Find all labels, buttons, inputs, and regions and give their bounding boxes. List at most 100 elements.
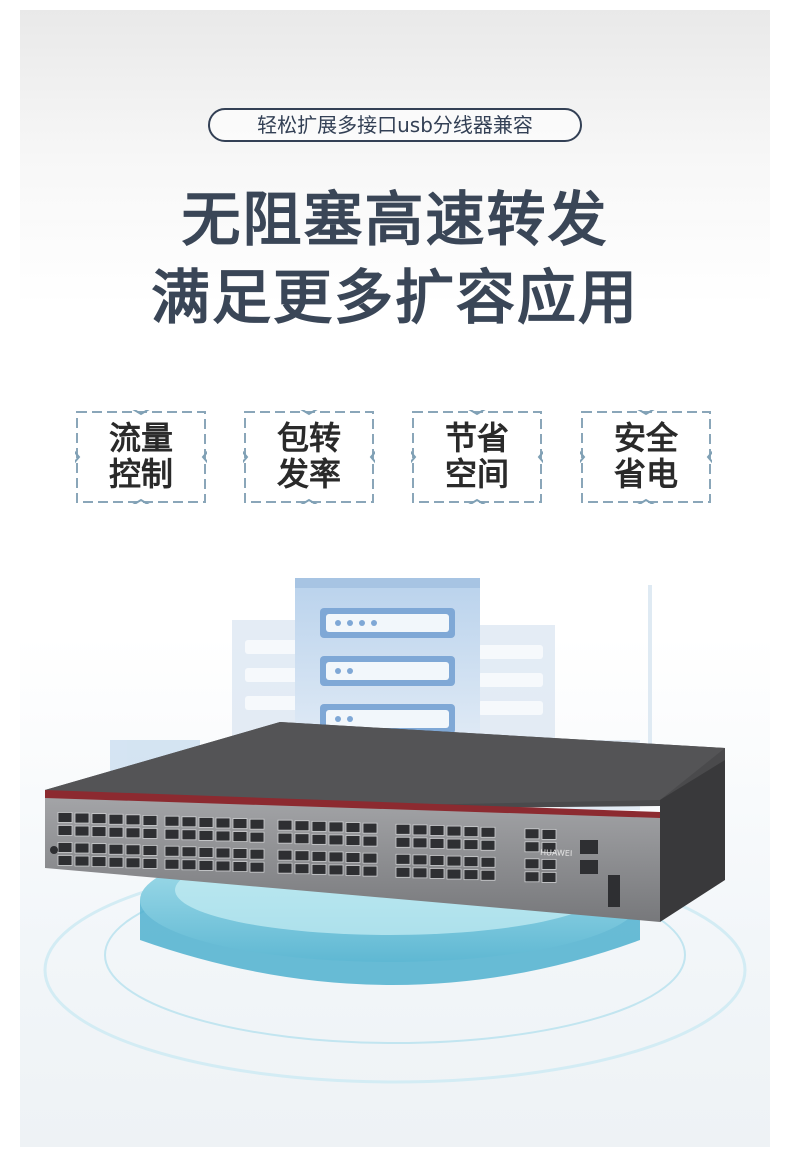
sfp-port: [463, 839, 479, 851]
sfp-port: [311, 850, 327, 862]
sfp-port: [311, 863, 327, 875]
sfp-port: [249, 818, 265, 830]
feature-line-2: 空间: [444, 455, 509, 493]
sfp-port: [463, 856, 479, 868]
sfp-port: [311, 820, 327, 832]
sfp-port: [429, 838, 445, 849]
sfp-port: [463, 826, 479, 838]
sfp-port: [125, 857, 141, 869]
sfp-port: [446, 838, 462, 850]
sfp-port: [395, 823, 411, 835]
usb-port: [608, 875, 620, 907]
headline-line-2: 满足更多扩容应用: [150, 263, 639, 332]
sfp-port: [249, 861, 265, 873]
sfp-port: [429, 855, 445, 866]
sfp-port: [91, 856, 107, 868]
sfp-port: [164, 845, 180, 857]
sfp-port: [181, 829, 197, 841]
sfp-port: [446, 825, 462, 837]
sfp-port: [480, 869, 496, 881]
feature-badge-traffic-control: 流量 控制: [75, 410, 207, 504]
sfp-port: [125, 827, 141, 839]
sfp-port: [57, 855, 73, 866]
sfp-port: [249, 831, 265, 843]
sfp-port: [74, 842, 90, 854]
sfp-port: [524, 841, 540, 853]
sfp-port: [91, 826, 107, 838]
sfp-port: [164, 815, 180, 827]
sfp-port: [74, 855, 90, 867]
sfp-port: [181, 816, 197, 828]
sfp-port: [395, 853, 411, 865]
sfp-port: [429, 825, 445, 836]
feature-line-2: 发率: [276, 455, 341, 493]
sfp-port: [142, 815, 158, 826]
sfp-port: [480, 826, 496, 838]
sfp-port: [198, 829, 214, 841]
sfp-port: [345, 852, 361, 863]
sfp-port: [142, 828, 158, 839]
product-scene: HUAWEI: [43, 578, 747, 1084]
sfp-port: [277, 832, 293, 844]
sfp-port: [108, 813, 124, 825]
feature-line-1: 安全: [613, 419, 678, 457]
sfp-port: [311, 833, 327, 845]
sfp-port: [480, 856, 496, 868]
sfp-port: [541, 828, 557, 840]
sfp-port: [142, 845, 158, 856]
sfp-port: [108, 856, 124, 868]
sfp-port: [91, 813, 107, 825]
badge-frame-icon: [243, 410, 375, 504]
sfp-port: [294, 850, 310, 862]
sfp-port: [362, 835, 378, 847]
sfp-port: [57, 812, 73, 823]
sfp-port: [232, 861, 248, 872]
sfp-port: [198, 846, 214, 858]
sfp-port: [181, 859, 197, 871]
brand-logo: HUAWEI: [540, 848, 573, 858]
feature-badge-safe-power: 安全 省电: [580, 410, 712, 504]
sfp-port: [164, 858, 180, 870]
sfp-port: [198, 816, 214, 828]
sfp-port: [57, 842, 73, 853]
badge-frame-icon: [75, 410, 207, 504]
sfp-port: [541, 871, 557, 883]
mgmt-port: [580, 860, 598, 874]
sfp-port: [328, 851, 344, 863]
sfp-port: [249, 848, 265, 860]
sfp-port: [412, 854, 428, 866]
sfp-port: [74, 812, 90, 824]
sfp-port: [294, 833, 310, 845]
sfp-port: [480, 839, 496, 851]
sfp-port: [524, 871, 540, 883]
sfp-port: [215, 830, 231, 842]
sfp-port: [277, 849, 293, 861]
sfp-port: [412, 824, 428, 836]
sfp-port: [362, 822, 378, 834]
badge-frame-icon: [411, 410, 543, 504]
sfp-port: [181, 846, 197, 858]
sfp-port: [429, 868, 445, 879]
sfp-port: [395, 866, 411, 878]
sfp-port: [412, 837, 428, 849]
sfp-port: [164, 828, 180, 840]
sfp-port: [463, 869, 479, 881]
sfp-port: [232, 848, 248, 859]
sfp-port: [215, 847, 231, 859]
sfp-port: [524, 858, 540, 870]
badge-frame-icon: [580, 410, 712, 504]
sfp-port: [277, 862, 293, 874]
headline-line-1: 无阻塞高速转发: [181, 185, 609, 254]
feature-line-1: 包转: [276, 419, 341, 457]
page-frame: 轻松扩展多接口usb分线器兼容 无阻塞高速转发 满足更多扩容应用 流量 控制 包…: [20, 10, 770, 1147]
sfp-port: [108, 843, 124, 855]
sfp-port: [345, 865, 361, 876]
network-switch: HUAWEI: [45, 722, 725, 922]
sfp-port: [142, 858, 158, 869]
sfp-port: [232, 818, 248, 829]
sfp-port: [446, 855, 462, 867]
sfp-port: [345, 835, 361, 846]
sfp-port: [395, 836, 411, 848]
sfp-port: [215, 860, 231, 872]
sfp-port: [215, 817, 231, 829]
